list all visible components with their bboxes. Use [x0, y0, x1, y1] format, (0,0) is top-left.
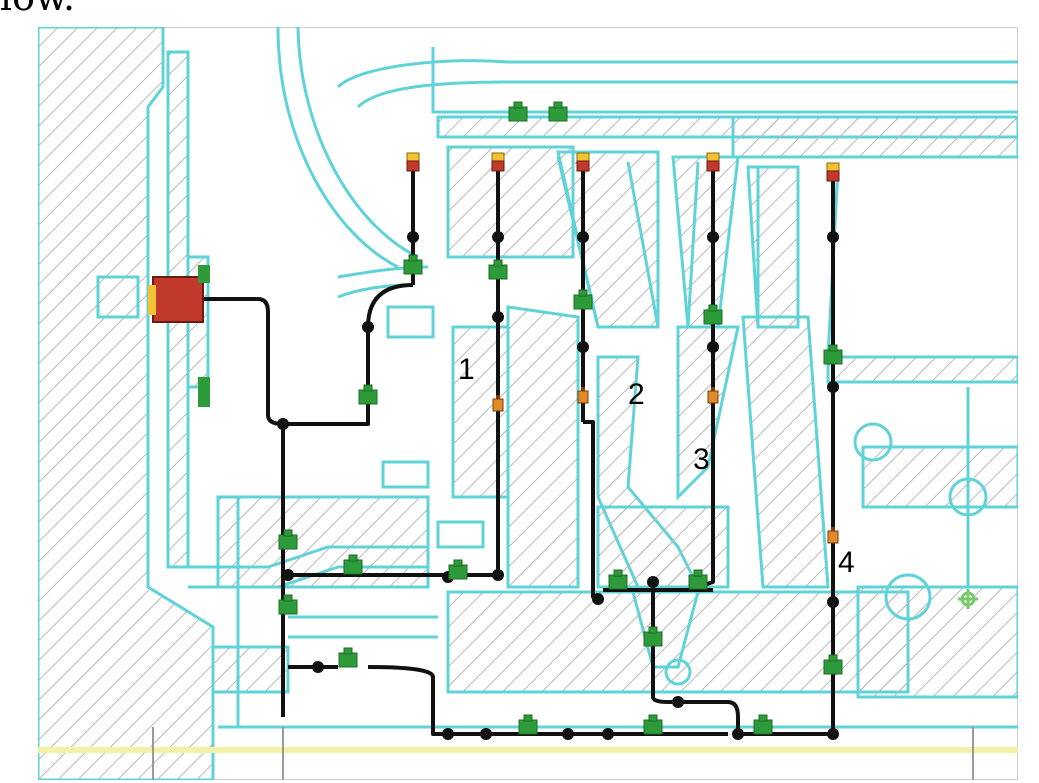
bottom-rail	[38, 747, 1018, 753]
round-features	[664, 422, 988, 686]
junction-nodes	[277, 231, 839, 740]
turbine-cooling-flow-diagram: 1 2 3 4	[38, 27, 1018, 780]
stage-label-1: 1	[458, 353, 475, 386]
stage-label-2: 2	[628, 378, 645, 411]
stage-label-4: 4	[838, 546, 855, 579]
structure-hatch	[38, 27, 1018, 780]
caption-text: low.	[0, 0, 75, 16]
stage-label-3: 3	[693, 443, 710, 476]
source-unit-icon	[148, 265, 210, 407]
